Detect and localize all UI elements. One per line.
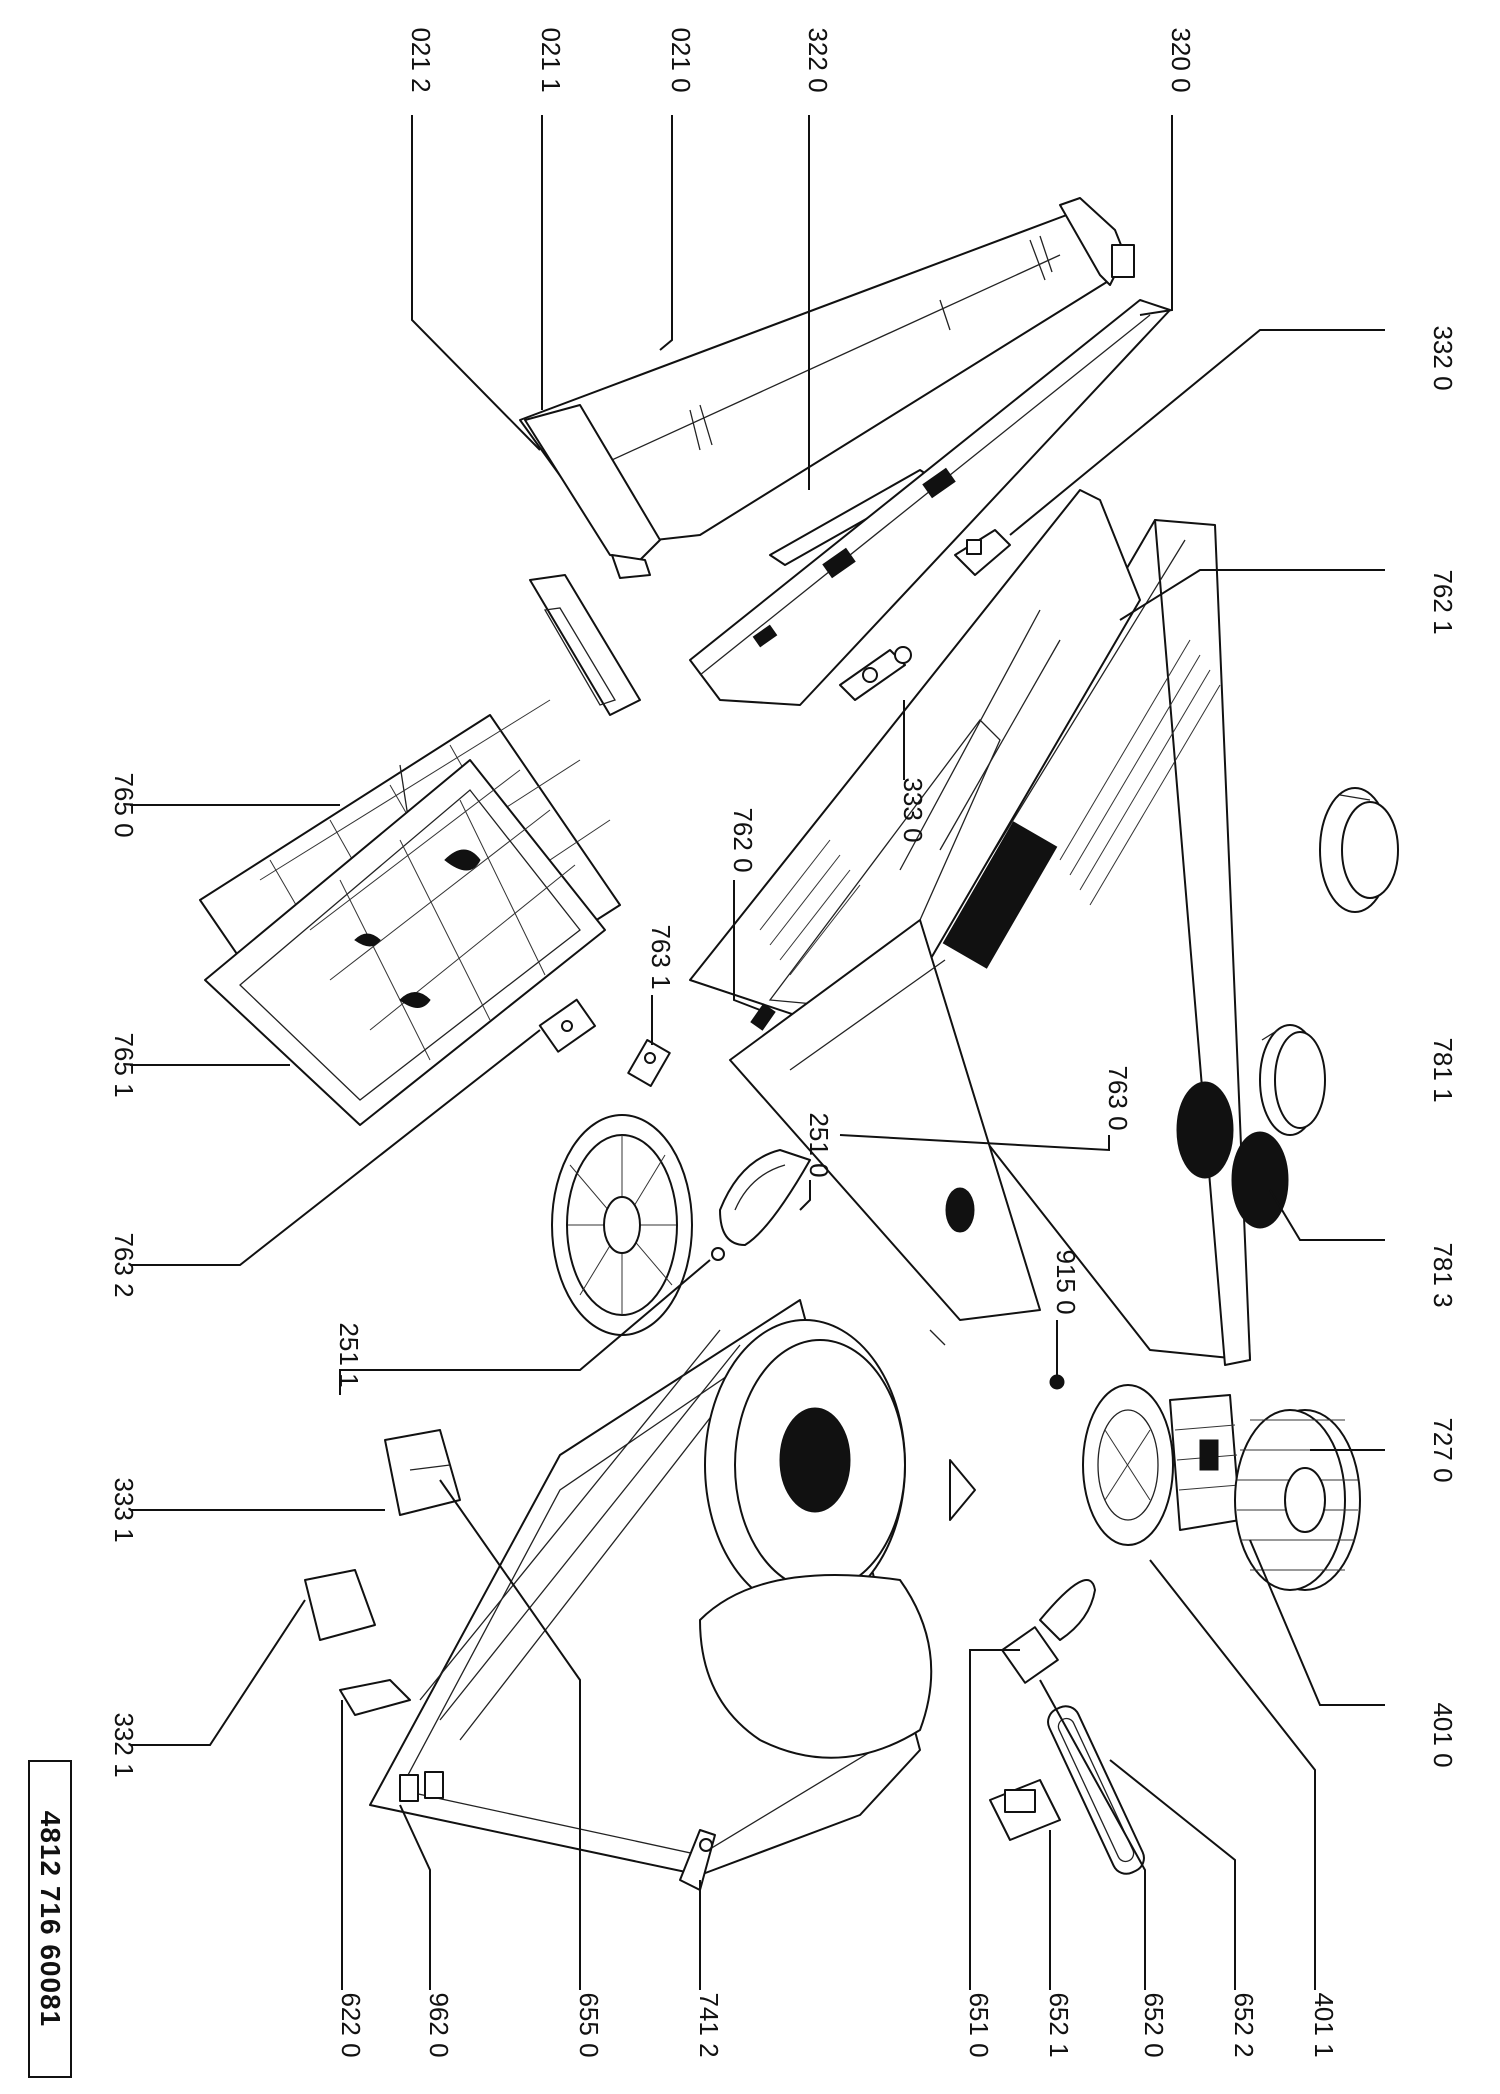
callout-3220: 322 0 bbox=[803, 27, 833, 92]
callout-0210: 021 0 bbox=[666, 27, 696, 92]
callout-6220: 622 0 bbox=[336, 1992, 366, 2057]
lamp-holder bbox=[989, 1779, 1061, 1841]
callout-3330: 333 0 bbox=[898, 777, 928, 842]
leader-lines bbox=[130, 115, 1385, 1990]
callout-6521: 652 1 bbox=[1044, 1992, 1074, 2057]
mounting-screw bbox=[711, 1247, 725, 1261]
callout-0211: 021 1 bbox=[536, 27, 566, 92]
callout-7651: 765 1 bbox=[109, 1032, 139, 1097]
callout-3200: 320 0 bbox=[1166, 27, 1196, 92]
callout-4010: 401 0 bbox=[1428, 1702, 1458, 1767]
motor-unit bbox=[1169, 1394, 1241, 1531]
callout-3331: 333 1 bbox=[109, 1477, 139, 1542]
vent-opening-3 bbox=[1231, 1131, 1289, 1229]
callout-labels: 021 2 021 1 021 0 322 0 320 0 332 0 762 … bbox=[109, 27, 1458, 2057]
callout-4011: 401 1 bbox=[1309, 1992, 1339, 2057]
callout-7621: 762 1 bbox=[1428, 569, 1458, 634]
lower-frame bbox=[729, 919, 1041, 1346]
callout-7631: 763 1 bbox=[646, 924, 676, 989]
callout-0212: 021 2 bbox=[406, 27, 436, 92]
front-profile-panel bbox=[689, 299, 1171, 706]
callout-9150: 915 0 bbox=[1051, 1249, 1081, 1314]
clip-pair bbox=[399, 1771, 444, 1802]
vent-opening-1 bbox=[1176, 1081, 1234, 1179]
switch-cover bbox=[384, 1429, 461, 1516]
callout-3321: 332 1 bbox=[109, 1712, 139, 1777]
lamp-cover bbox=[1047, 1705, 1145, 1875]
blower-housing bbox=[699, 1319, 976, 1759]
duct-handle bbox=[719, 1149, 811, 1246]
callout-7811: 781 1 bbox=[1428, 1037, 1458, 1102]
fixing-bolt bbox=[1049, 1374, 1065, 1390]
fan-impeller bbox=[1234, 1409, 1361, 1591]
terminal-block bbox=[339, 1679, 411, 1716]
callout-7650: 765 0 bbox=[109, 772, 139, 837]
callout-7630: 763 0 bbox=[1103, 1065, 1133, 1130]
lamp-bulb bbox=[1001, 1579, 1096, 1684]
callout-6520: 652 0 bbox=[1139, 1992, 1169, 2057]
callout-7632: 763 2 bbox=[109, 1232, 139, 1297]
callout-7412: 741 2 bbox=[694, 1992, 724, 2057]
callout-6522: 652 2 bbox=[1229, 1992, 1259, 2057]
filter-latch bbox=[538, 998, 597, 1053]
callout-2510: 251 0 bbox=[804, 1112, 834, 1177]
callout-7270: 727 0 bbox=[1428, 1417, 1458, 1482]
duct-adapter bbox=[1319, 787, 1399, 913]
callout-7813: 781 3 bbox=[1428, 1242, 1458, 1307]
callout-7620: 762 0 bbox=[728, 807, 758, 872]
glass-end-cap-right bbox=[1059, 197, 1135, 286]
grease-filter-frame bbox=[204, 759, 606, 1126]
callout-3320: 332 0 bbox=[1428, 325, 1458, 390]
flange-collar bbox=[1259, 1024, 1326, 1136]
cable-clamp bbox=[679, 1829, 716, 1891]
callout-6550: 655 0 bbox=[574, 1992, 604, 2057]
callout-6510: 651 0 bbox=[964, 1992, 994, 2057]
slider-switch bbox=[954, 529, 1011, 576]
document-number-box bbox=[28, 1760, 72, 2078]
glass-end-cap-left bbox=[524, 404, 661, 579]
callout-9620: 962 0 bbox=[424, 1992, 454, 2057]
document-number: 4812 716 60081 bbox=[35, 1810, 66, 2028]
motor-plate bbox=[1082, 1384, 1174, 1546]
switch-knob bbox=[839, 646, 912, 701]
slider-button bbox=[304, 1569, 376, 1641]
charcoal-filter bbox=[551, 1114, 693, 1336]
callout-2511: 251 1 bbox=[334, 1322, 364, 1387]
glass-bracket bbox=[529, 574, 641, 716]
filter-clip bbox=[627, 1039, 671, 1087]
